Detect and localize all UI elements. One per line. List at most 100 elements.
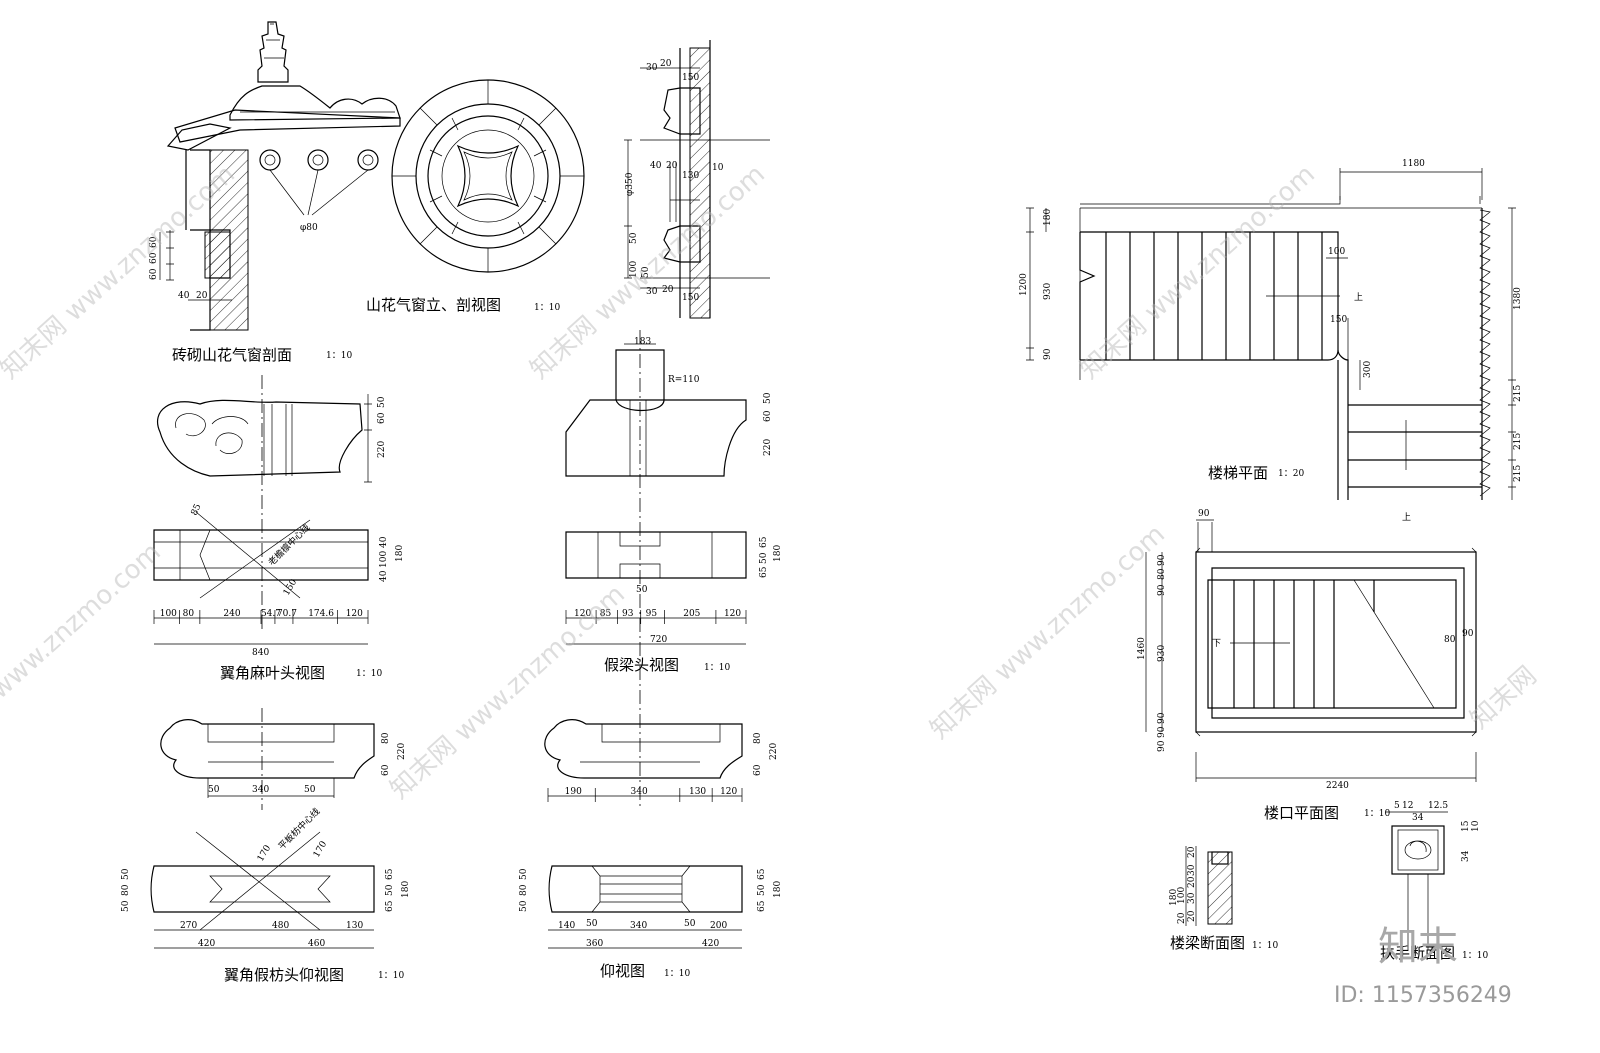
dim-f-r4: 200 — [710, 921, 727, 931]
dim-b5: 130 — [682, 171, 699, 181]
dim-i3: 20 — [1187, 876, 1197, 888]
dim-i6: 100 — [1177, 887, 1187, 904]
dim-e-b6: 50 — [385, 884, 395, 896]
title-opening-plan: 楼口平面图 — [1264, 804, 1339, 822]
dim-f-b2: 50 — [519, 900, 529, 912]
dim-g6: 150 — [1330, 315, 1347, 325]
title-vent-elev-section: 山花气窗立、剖视图 — [366, 296, 501, 314]
dim-j1: 12 — [1402, 801, 1413, 811]
dim-label: 85 — [600, 609, 612, 619]
rafter-centerline: 老檐檩中心线 — [266, 521, 313, 568]
dim-label: 120 — [724, 609, 741, 619]
dim-e-b2: 50 — [121, 900, 131, 912]
beam-section: 20 30 180 20 30 100 20 20 楼梁断面图 1：10 — [1169, 846, 1278, 952]
dim-d0: 60 — [763, 410, 773, 422]
dim-i7: 20 — [1187, 910, 1197, 922]
dim-f1: 60 — [753, 764, 763, 776]
dim-d7: 50 — [636, 585, 648, 595]
dim-j6: 10 — [1471, 820, 1481, 832]
dim-g0: 1180 — [1402, 159, 1425, 169]
scale-beam-section: 1：10 — [1252, 941, 1278, 951]
dim-b10: 30 — [646, 287, 658, 297]
dim-j3: 12.5 — [1428, 801, 1448, 811]
scale-wing-leaf-head: 1：10 — [356, 669, 382, 679]
dim-f-r1: 50 — [586, 919, 598, 929]
dim-e-r2: 130 — [346, 921, 363, 931]
dim-d5: 65 — [759, 566, 769, 578]
dim-b3: 40 — [650, 161, 662, 171]
watermark-text: 知末网 www.znzmo.com — [385, 579, 631, 805]
dim-f-r0: 140 — [558, 921, 575, 931]
title-wing-fang-bottom: 翼角假枋头仰视图 — [224, 966, 344, 984]
watermark-id: ID: 1157356249 — [1334, 983, 1512, 1008]
dim-g1: 180 — [1043, 209, 1053, 226]
dim-c0: 60 — [377, 412, 387, 424]
dim-f-b5: 65 — [757, 900, 767, 912]
dim-h11: 2240 — [1326, 781, 1349, 791]
dim-e-b1: 80 — [121, 884, 131, 896]
handrail-section: 5 12 34 12.5 15 10 34 扶手断面图 1：10 — [1380, 801, 1488, 962]
dim-a4: 20 — [196, 291, 208, 301]
dim-g3: 930 — [1043, 283, 1053, 300]
dim-label: 80 — [183, 609, 195, 619]
scale-bottom-view: 1：10 — [664, 969, 690, 979]
dim-c-total: 840 — [252, 648, 269, 658]
dim-i10: 20 — [1177, 912, 1187, 924]
dim-f2: 220 — [769, 743, 779, 760]
dim-a2: 60 — [149, 268, 159, 280]
dim-b6: 10 — [712, 163, 724, 173]
dim-label: 70.7 — [277, 609, 297, 619]
dim-h6: 90 — [1157, 712, 1167, 724]
dim-f-b0: 50 — [519, 868, 529, 880]
scale-opening-plan: 1：10 — [1364, 809, 1390, 819]
dim-label: 120 — [720, 787, 737, 797]
dim-e-r3: 420 — [198, 939, 215, 949]
phi80-label: φ80 — [300, 223, 318, 233]
dim-label: 54.7 — [261, 609, 281, 619]
dim-d1: 50 — [763, 392, 773, 404]
title-false-beam-head: 假梁头视图 — [604, 656, 679, 674]
dim-g9: 215 — [1513, 385, 1523, 402]
opening-down-label: 下 — [1212, 639, 1221, 649]
dim-b8: 100 — [629, 261, 639, 278]
r110-label: R=110 — [668, 375, 700, 385]
dim-j7: 34 — [1461, 850, 1471, 862]
vent-side-section: 30 20 150 40 20 130 10 50 100 50 30 20 1… — [624, 40, 770, 319]
dim-e4: 340 — [252, 785, 269, 795]
dim-e-b5: 65 — [385, 868, 395, 880]
phi350-label: φ350 — [625, 172, 635, 196]
dim-label: 130 — [689, 787, 706, 797]
dim-j0: 5 — [1394, 801, 1400, 811]
dim-h4: 1460 — [1137, 637, 1147, 660]
dim-c3: 85 — [190, 502, 204, 517]
dim-b2: 150 — [682, 73, 699, 83]
watermark-text: 知末网 www.znzmo.com — [1075, 159, 1321, 385]
title-stair-plan: 楼梯平面 — [1208, 464, 1268, 482]
dim-h7: 90 — [1157, 726, 1167, 738]
watermark-text: www.znzmo.com — [0, 537, 167, 705]
dim-g10: 215 — [1513, 433, 1523, 450]
dim-e0: 80 — [381, 732, 391, 744]
dim-i1: 30 — [1187, 864, 1197, 876]
dim-f-b1: 80 — [519, 884, 529, 896]
dim-e1: 60 — [381, 764, 391, 776]
dim-c1: 50 — [377, 396, 387, 408]
scale-vent-elev-section: 1：10 — [534, 303, 560, 313]
dim-label: 205 — [683, 609, 700, 619]
watermark-text: 知末网 www.znzmo.com — [925, 519, 1171, 745]
scale-stair-plan: 1：20 — [1278, 469, 1304, 479]
dim-a1: 60 — [149, 252, 159, 264]
dim-e-r4: 460 — [308, 939, 325, 949]
dim-a3: 40 — [178, 291, 190, 301]
scale-wing-fang-bottom: 1：10 — [378, 971, 404, 981]
dim-label: 190 — [565, 787, 582, 797]
dim-h0: 90 — [1198, 509, 1210, 519]
dim-b12: 150 — [682, 293, 699, 303]
dim-f-b4: 50 — [757, 884, 767, 896]
dim-b9: 50 — [641, 266, 651, 278]
dim-h5: 930 — [1157, 645, 1167, 662]
dim-j5: 15 — [1461, 820, 1471, 832]
dim-e-b0: 50 — [121, 868, 131, 880]
dim-e2: 220 — [397, 743, 407, 760]
